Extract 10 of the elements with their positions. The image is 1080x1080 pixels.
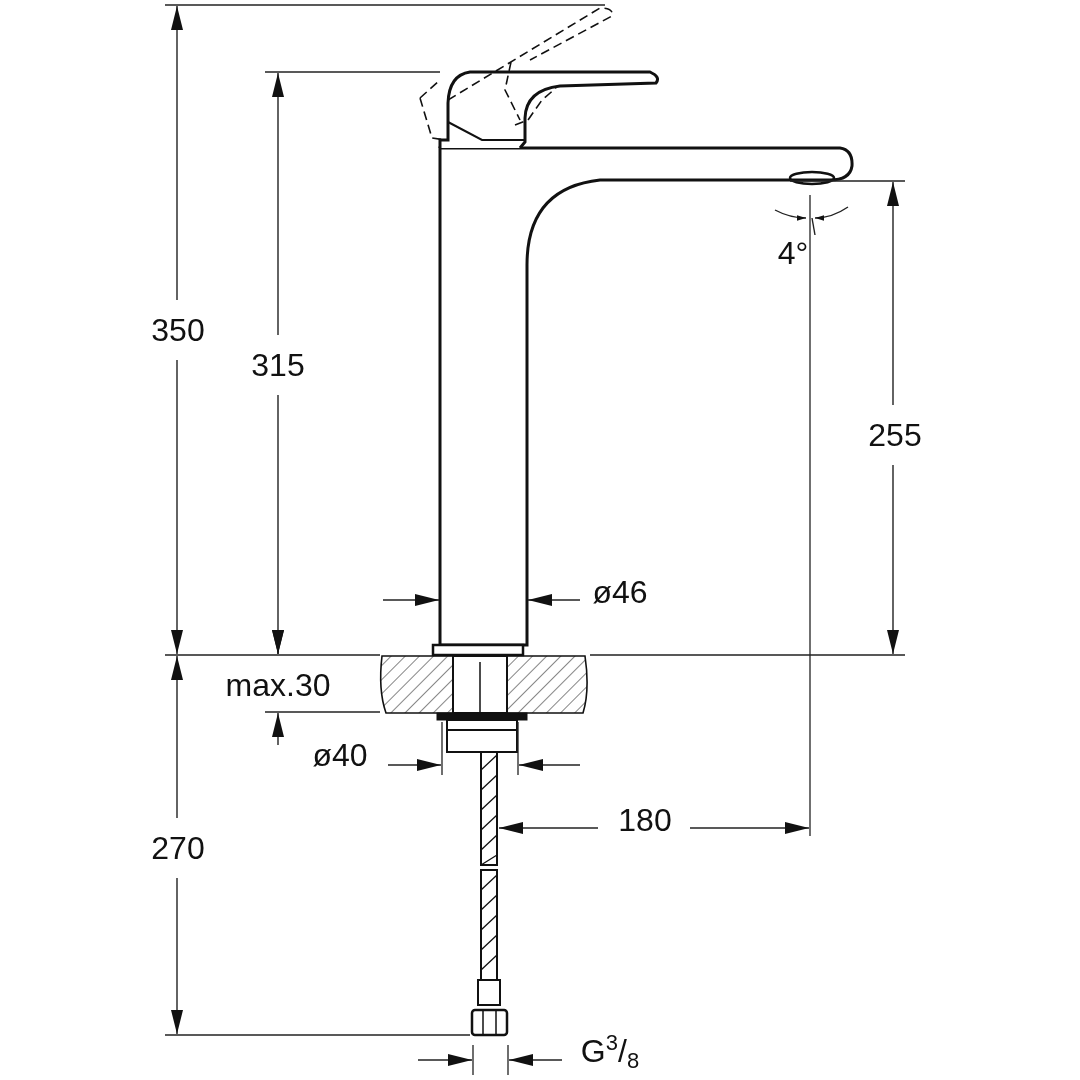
dimension-label: 315 (251, 349, 305, 381)
dimension-label: 255 (868, 419, 922, 451)
dimension-label: 270 (151, 832, 205, 864)
angle-label: 4° (777, 237, 809, 269)
dimension-label: 180 (618, 804, 672, 836)
diameter-label: ø40 (312, 739, 368, 771)
dimension-label: 350 (151, 314, 205, 346)
thread-size-label: G$^{3}$/$_{8}$ (580, 1032, 640, 1072)
diameter-label: ø46 (592, 576, 648, 608)
dimension-label: max.30 (225, 669, 331, 701)
